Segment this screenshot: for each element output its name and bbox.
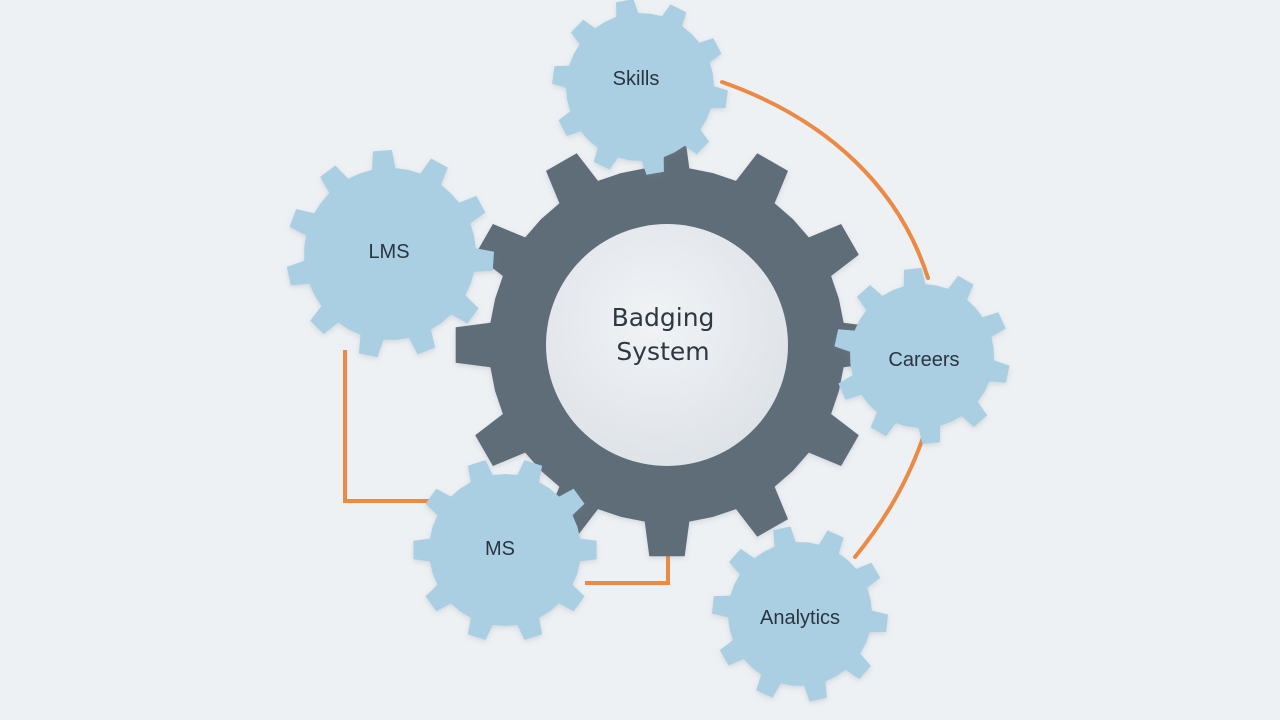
gear-careers-label: Careers <box>888 349 959 371</box>
gear-lms[interactable]: LMS <box>286 150 494 358</box>
gear-icon <box>552 0 728 175</box>
central-hub <box>546 224 788 466</box>
central-gear: Badging System <box>455 133 879 557</box>
gear-icon <box>286 150 494 358</box>
connector-skills-careers <box>720 80 930 280</box>
gear-icon <box>413 460 597 640</box>
gear-skills-label: Skills <box>613 68 660 90</box>
gear-ms-label: MS <box>485 538 515 560</box>
gear-analytics[interactable]: Analytics <box>712 526 888 702</box>
gear-skills[interactable]: Skills <box>552 0 728 175</box>
connector-lms-ms <box>343 350 440 503</box>
gear-careers[interactable]: Careers <box>834 268 1010 444</box>
gear-icon <box>834 268 1010 444</box>
gear-icon <box>712 526 888 702</box>
gear-ms[interactable]: MS <box>413 460 597 640</box>
connector-careers-analytics <box>853 430 927 559</box>
center-label-line2: System <box>616 337 709 366</box>
gear-analytics-label: Analytics <box>760 607 840 629</box>
gear-lms-label: LMS <box>368 241 409 263</box>
center-label-line1: Badging <box>612 303 715 332</box>
